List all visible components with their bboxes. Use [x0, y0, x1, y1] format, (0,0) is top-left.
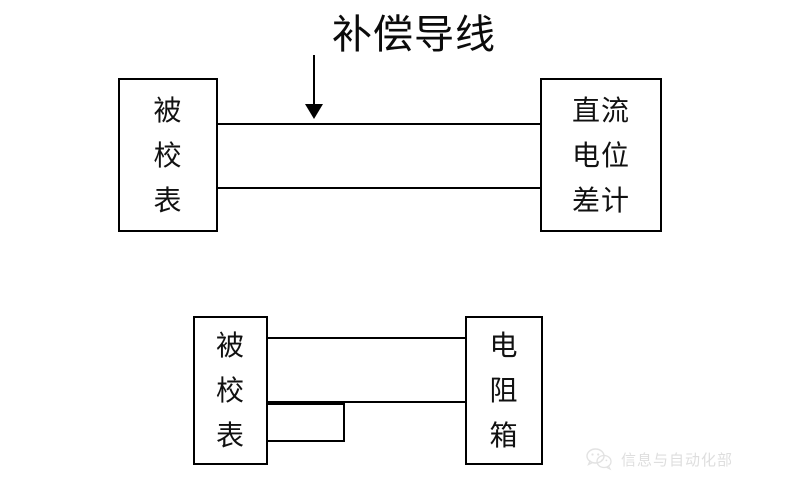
- wire-short-loop-bottom: [268, 440, 345, 442]
- box-meter-under-calibration-top: 被 校 表: [118, 78, 218, 232]
- box-char: 被: [215, 329, 245, 362]
- box-line: 电位: [571, 138, 630, 172]
- box-resistance-box: 电 阻 箱: [465, 316, 543, 465]
- box-dc-potentiometer: 直流 电位 差计: [540, 78, 662, 232]
- box-line: 直流: [571, 93, 630, 127]
- wire-bottom-upper: [268, 337, 465, 339]
- wire-top-upper: [218, 123, 540, 125]
- box-char: 箱: [489, 419, 519, 452]
- wire-short-loop-top: [268, 403, 345, 405]
- box-char: 表: [215, 419, 245, 452]
- box-meter-under-calibration-bottom: 被 校 表: [193, 316, 268, 465]
- wire-short-loop-right: [343, 403, 345, 442]
- box-char: 表: [153, 183, 183, 217]
- watermark: 信息与自动化部: [586, 447, 733, 471]
- down-arrow-icon: [305, 104, 323, 119]
- wire-top-lower: [218, 187, 540, 189]
- box-char: 阻: [489, 374, 519, 407]
- box-line: 差计: [571, 183, 630, 217]
- box-char: 电: [489, 329, 519, 362]
- box-char: 被: [153, 93, 183, 127]
- wire-bottom-lower: [268, 401, 465, 403]
- watermark-text: 信息与自动化部: [621, 450, 734, 469]
- box-char: 校: [215, 374, 245, 407]
- annotation-arrow-stem: [313, 55, 315, 105]
- annotation-label-compensating-wire: 补偿导线: [332, 12, 496, 58]
- box-char: 校: [153, 138, 183, 172]
- wechat-logo-icon: [586, 448, 612, 471]
